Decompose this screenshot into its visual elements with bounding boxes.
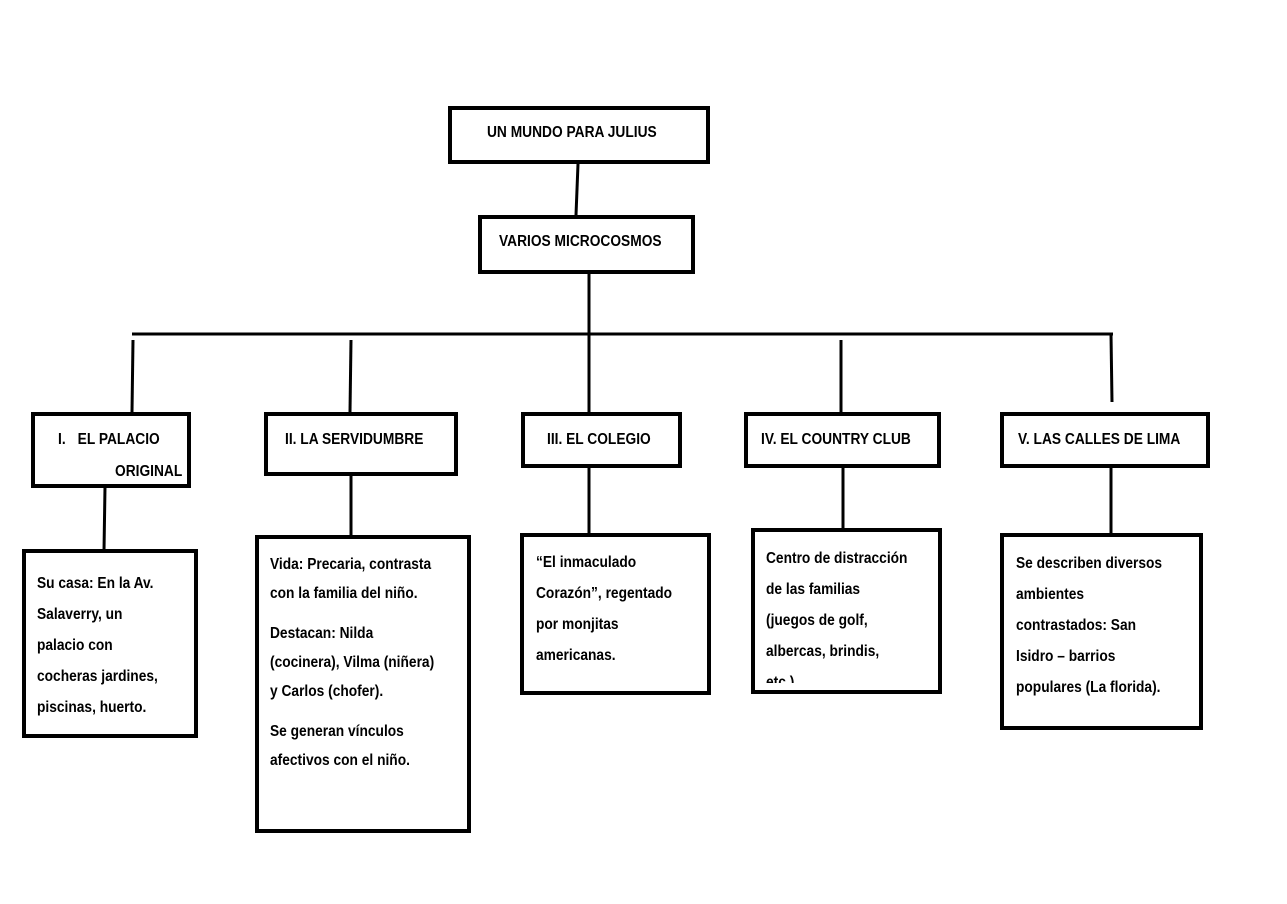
branch-1-title: I. EL PALACIO [58, 430, 160, 450]
branch-3-node: III. EL COLEGIO [521, 412, 682, 468]
root-title: UN MUNDO PARA JULIUS [487, 124, 657, 141]
branch-1-node: I. EL PALACIO ORIGINAL [31, 412, 191, 488]
branch-2-desc-line: y Carlos (chofer). [270, 683, 384, 700]
branch-2-desc-line: con la familia del niño. [270, 585, 418, 602]
branch-1-description: Su casa: En la Av. Salaverry, un palacio… [22, 549, 198, 738]
branch-3-title: III. EL COLEGIO [547, 431, 651, 448]
root-node: UN MUNDO PARA JULIUS [448, 106, 710, 164]
connector-branch-1-desc [102, 486, 107, 552]
branch-4-desc-line: albercas, brindis, [766, 643, 880, 660]
branch-1-desc-line: cocheras jardines, [37, 668, 158, 685]
branch-3-description: “El inmaculado Corazón”, regentado por m… [520, 533, 711, 695]
branch-1-title-line1: EL PALACIO [77, 431, 160, 448]
branch-2-desc-line: Se generan vínculos [270, 723, 404, 740]
branch-1-title-line2: ORIGINAL [115, 463, 183, 480]
branch-2-title: II. LA SERVIDUMBRE [285, 431, 424, 448]
branch-4-desc-line: Centro de distracción [766, 550, 908, 567]
branch-4-description: Centro de distracción de las familias (j… [751, 528, 942, 694]
branch-1-desc-line: Su casa: En la Av. [37, 575, 154, 592]
connector-bus-branch-2 [348, 339, 353, 413]
branch-4-desc-line: (juegos de golf, [766, 612, 868, 629]
branch-4-desc-line: etc.) [766, 674, 795, 683]
branch-5-desc-line: Isidro – barrios [1016, 648, 1116, 665]
branch-2-desc-paragraph-1: Vida: Precaria, contrasta con la familia… [270, 550, 434, 608]
branch-1-desc-line: Salaverry, un [37, 606, 123, 623]
branch-1-desc-line: palacio con [37, 637, 113, 654]
branch-2-desc-paragraph-3: Se generan vínculos afectivos con el niñ… [270, 717, 434, 775]
branch-2-node: II. LA SERVIDUMBRE [264, 412, 458, 476]
connector-bus-branch-1 [130, 339, 135, 413]
branch-5-desc-line: populares (La florida). [1016, 679, 1161, 696]
branch-2-desc-line: Destacan: Nilda [270, 625, 374, 642]
connector-bus-branch-5 [1109, 333, 1114, 403]
branch-1-number: I. [58, 431, 66, 448]
branch-2-desc-line: afectivos con el niño. [270, 752, 410, 769]
branch-1-desc-line: piscinas, huerto. [37, 699, 147, 716]
branch-2-description: Vida: Precaria, contrasta con la familia… [255, 535, 471, 833]
branch-5-desc-line: contrastados: San [1016, 617, 1137, 634]
connector-root-middle [574, 163, 580, 216]
middle-node: VARIOS MICROCOSMOS [478, 215, 695, 274]
branch-5-desc-line: ambientes [1016, 586, 1085, 603]
branch-4-title: IV. EL COUNTRY CLUB [761, 431, 911, 448]
branch-2-desc-paragraph-2: Destacan: Nilda (cocinera), Vilma (niñer… [270, 619, 434, 706]
branch-5-node: V. LAS CALLES DE LIMA [1000, 412, 1210, 468]
branch-5-desc-line: Se describen diversos [1016, 555, 1163, 572]
branch-5-description: Se describen diversos ambientes contrast… [1000, 533, 1203, 730]
branch-3-desc-line: por monjitas [536, 616, 619, 633]
branch-2-desc-line: Vida: Precaria, contrasta [270, 556, 432, 573]
branch-5-title: V. LAS CALLES DE LIMA [1018, 431, 1181, 448]
branch-2-desc-line: (cocinera), Vilma (niñera) [270, 654, 435, 671]
branch-3-desc-line: americanas. [536, 647, 616, 664]
branch-3-desc-line: “El inmaculado [536, 554, 637, 571]
branch-4-desc-line: de las familias [766, 581, 861, 598]
branch-3-desc-line: Corazón”, regentado [536, 585, 673, 602]
middle-title: VARIOS MICROCOSMOS [499, 233, 662, 250]
branch-4-node: IV. EL COUNTRY CLUB [744, 412, 941, 468]
